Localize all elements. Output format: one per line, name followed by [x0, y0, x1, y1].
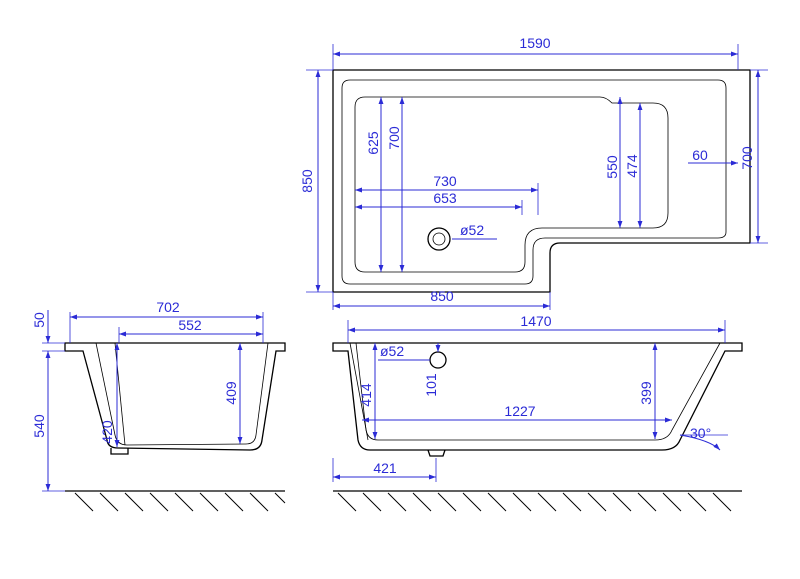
- dim-label-1470: 1470: [520, 313, 551, 329]
- dim-label-540: 540: [31, 414, 47, 438]
- side-view-inner-basin: [355, 342, 721, 441]
- end-view-outer-shell: [64, 342, 286, 451]
- top-view-inner-basin: [354, 96, 669, 273]
- dim-label-399: 399: [638, 381, 654, 405]
- side-view-foot: [427, 449, 446, 457]
- dim-label-waste-side: ø52: [380, 343, 404, 359]
- dim-label-702: 702: [156, 299, 180, 315]
- dim-label-550: 550: [604, 155, 620, 179]
- dim-label-101: 101: [423, 373, 439, 397]
- side-view-waste: [429, 351, 447, 369]
- dim-label-421: 421: [373, 460, 397, 476]
- top-view-waste-inner: [432, 232, 446, 246]
- end-view-foot: [110, 448, 129, 455]
- dim-label-414: 414: [358, 383, 374, 407]
- dim-arc-30: [679, 434, 721, 451]
- end-view-floor-hatch: [74, 492, 286, 512]
- dim-label-1590: 1590: [519, 35, 550, 51]
- dim-label-474: 474: [624, 154, 640, 178]
- dim-label-30: 30°: [690, 425, 711, 441]
- side-view-floor-hatch: [337, 492, 732, 512]
- end-view: 702 552 50 540 409 420: [31, 299, 286, 512]
- end-view-inner-basin: [95, 342, 269, 446]
- dim-label-850-width: 850: [299, 169, 315, 193]
- dim-label-1227: 1227: [504, 403, 535, 419]
- top-view-waste-outer: [427, 227, 451, 251]
- dim-label-700-right: 700: [739, 146, 755, 170]
- top-view-outer-outline: [332, 69, 751, 293]
- dim-label-653: 653: [433, 190, 457, 206]
- dim-label-420: 420: [99, 420, 115, 444]
- side-view-outer-shell: [332, 342, 743, 451]
- dim-label-730: 730: [433, 173, 457, 189]
- dim-label-700-inner: 700: [386, 126, 402, 150]
- dim-label-60: 60: [692, 147, 708, 163]
- dim-label-50: 50: [31, 312, 47, 328]
- dim-label-409: 409: [223, 381, 239, 405]
- side-view: 1470 ø52 101 414 399 1227 30° 421: [332, 313, 743, 512]
- dim-label-waste-top: ø52: [460, 222, 484, 238]
- top-view: 1590 850 700 625 700 550 474 60 730: [299, 35, 768, 310]
- dim-label-625: 625: [365, 131, 381, 155]
- dim-label-552: 552: [178, 317, 202, 333]
- dim-label-850-length: 850: [430, 288, 454, 304]
- top-view-rim-line: [341, 79, 727, 285]
